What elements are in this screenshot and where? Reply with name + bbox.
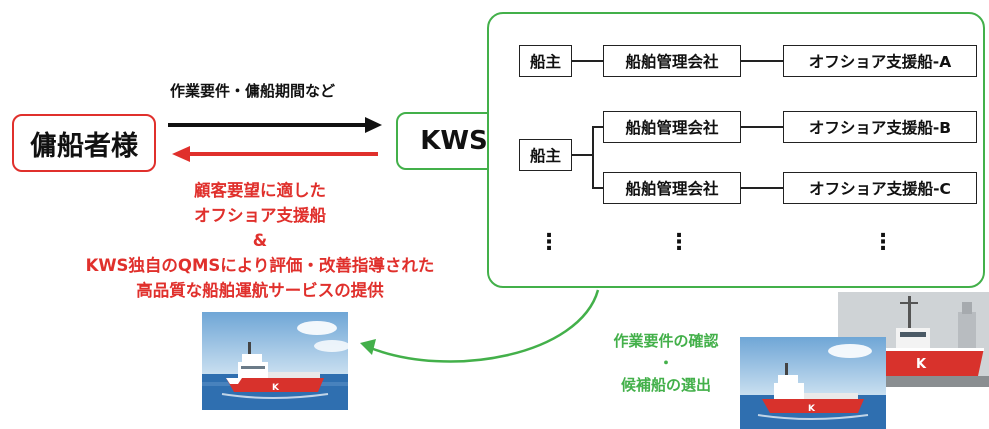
connector [571, 60, 603, 62]
owner-label-2: 船主 [529, 147, 561, 165]
service-line-1: 顧客要望に適した [194, 181, 326, 200]
charterer-node: 傭船者様 [12, 114, 156, 172]
vessel-box-a: オフショア支援船-A [783, 45, 977, 77]
owner-box-2: 船主 [519, 139, 572, 171]
service-line-2: オフショア支援船 [194, 206, 326, 225]
ellipsis-manager: ⋮ [668, 230, 690, 255]
vessel-label-c: オフショア支援船-C [809, 180, 951, 198]
ship-image: K [740, 337, 886, 429]
manager-box-2: 船舶管理会社 [603, 111, 741, 143]
charterer-label: 傭船者様 [30, 130, 138, 162]
connector [740, 60, 783, 62]
selection-line-1: 作業要件の確認 [613, 332, 719, 350]
owner-box-1: 船主 [519, 45, 572, 77]
connector [571, 154, 593, 156]
ship-photo-result: K [202, 312, 348, 410]
vessel-label-a: オフショア支援船-A [808, 53, 952, 71]
vessel-box-c: オフショア支援船-C [783, 172, 977, 204]
selection-line-2: ・ [658, 354, 674, 372]
service-line-4: KWS独自のQMSにより評価・改善指導された [85, 256, 435, 275]
service-description: 顧客要望に適した オフショア支援船 & KWS独自のQMSにより評価・改善指導さ… [40, 178, 480, 303]
request-arrow-head [365, 117, 382, 133]
manager-label-1: 船舶管理会社 [625, 53, 719, 71]
manager-label-3: 船舶管理会社 [625, 180, 719, 198]
kws-label: KWS [420, 126, 488, 156]
selection-arrow [360, 289, 600, 363]
service-line-5: 高品質な船舶運航サービスの提供 [136, 281, 384, 300]
ellipsis-vessel: ⋮ [872, 230, 894, 255]
service-line-3: & [252, 231, 268, 250]
ellipsis-owner: ⋮ [538, 230, 560, 255]
ship-photo-candidate-sea: K [740, 337, 886, 429]
flow-arrows [168, 117, 382, 162]
svg-text:K: K [916, 357, 927, 372]
connector [592, 187, 603, 189]
manager-label-2: 船舶管理会社 [625, 119, 719, 137]
manager-box-1: 船舶管理会社 [603, 45, 741, 77]
selection-text: 作業要件の確認 ・ 候補船の選出 [586, 330, 746, 396]
manager-box-3: 船舶管理会社 [603, 172, 741, 204]
vessel-label-b: オフショア支援船-B [808, 119, 952, 137]
connector [740, 187, 783, 189]
connector [592, 126, 603, 128]
ship-image: K [202, 312, 348, 410]
selection-line-3: 候補船の選出 [620, 376, 711, 394]
branch-line [592, 126, 594, 188]
svg-text:K: K [808, 404, 816, 414]
connector [740, 126, 783, 128]
owner-label-1: 船主 [529, 53, 561, 71]
response-arrow-head [172, 146, 190, 162]
selection-arrow-head [360, 339, 376, 355]
selection-arrow-curve [367, 289, 600, 363]
svg-text:K: K [272, 383, 280, 393]
vessel-box-b: オフショア支援船-B [783, 111, 977, 143]
request-caption: 作業要件・傭船期間など [170, 82, 336, 100]
